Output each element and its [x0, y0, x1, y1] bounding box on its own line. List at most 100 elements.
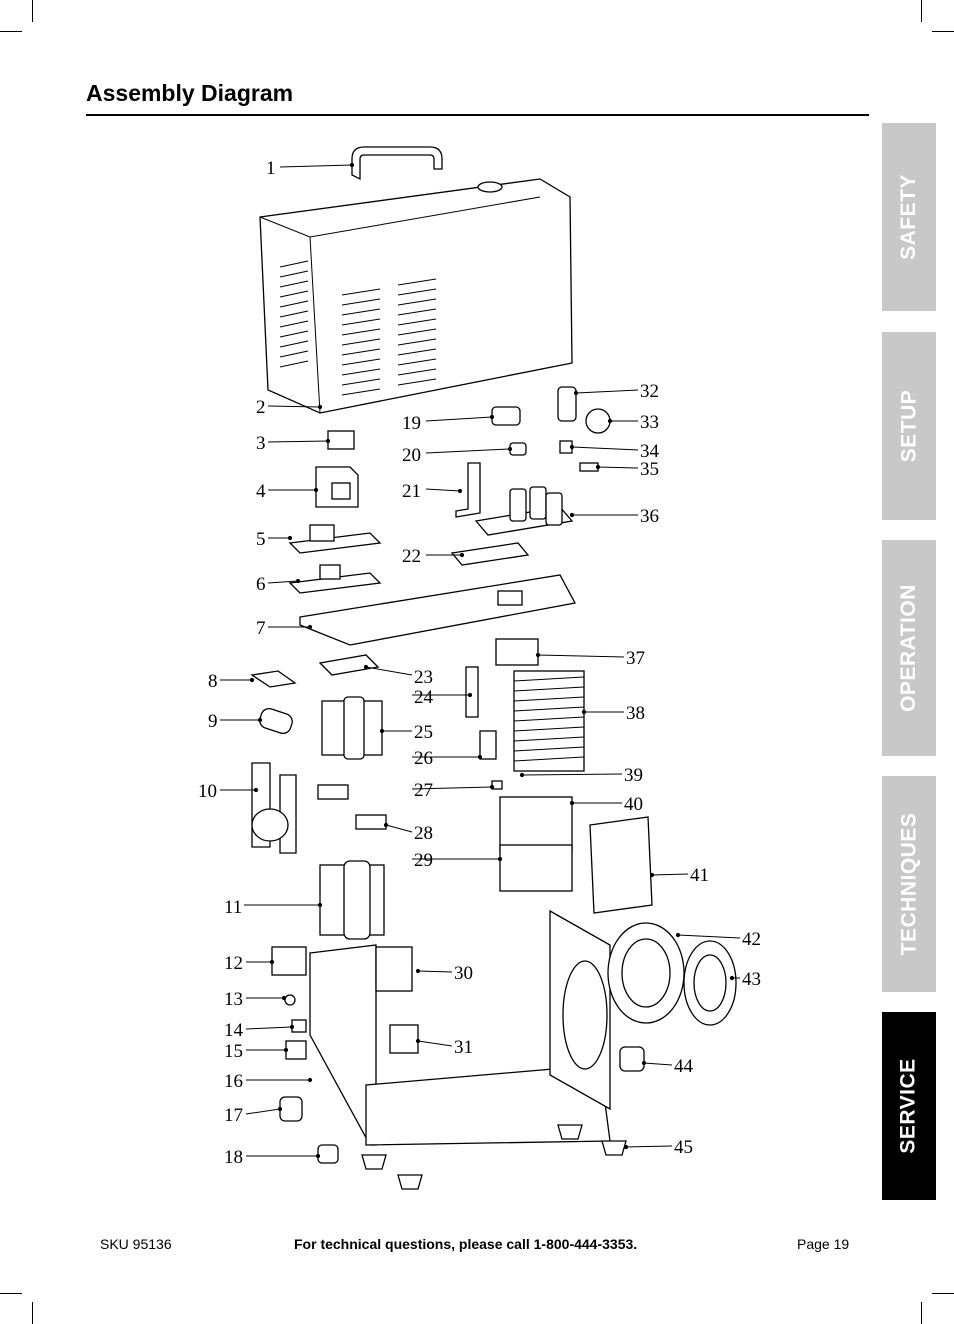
part-number-25: 25	[414, 722, 433, 743]
part-number-7: 7	[256, 618, 266, 639]
tab-service[interactable]: SERVICE	[882, 1012, 936, 1200]
leader-line-39	[521, 773, 623, 776]
part-number-35: 35	[640, 459, 659, 480]
leader-arrow-23	[363, 664, 369, 670]
part-number-40: 40	[624, 794, 643, 815]
leader-arrow-40	[569, 800, 575, 806]
leader-arrow-37	[535, 652, 541, 658]
leader-line-44	[643, 1062, 673, 1066]
leader-line-30	[417, 970, 453, 973]
part-number-27: 27	[414, 780, 433, 801]
part-number-33: 33	[640, 412, 659, 433]
leader-arrow-35	[595, 464, 601, 470]
leader-arrow-27	[489, 784, 495, 790]
part-number-20: 20	[402, 445, 421, 466]
leader-line-35	[597, 466, 639, 469]
part-number-29: 29	[414, 850, 433, 871]
leader-line-41	[651, 873, 689, 876]
leader-arrow-7	[307, 624, 313, 630]
part-number-1: 1	[266, 158, 276, 179]
leader-arrow-31	[415, 1038, 421, 1044]
leader-arrow-13	[281, 995, 287, 1001]
tab-label: SERVICE	[897, 1058, 921, 1154]
assembly-diagram: 1234567891011121314151617181920212223242…	[198, 146, 761, 1190]
leader-lines	[220, 162, 741, 1159]
crop-mark	[0, 1293, 22, 1294]
leader-line-14	[245, 1026, 293, 1030]
leader-arrow-5	[287, 535, 293, 541]
part-number-44: 44	[674, 1056, 694, 1077]
part-number-38: 38	[626, 703, 645, 724]
part-number-5: 5	[256, 529, 266, 550]
part-number-10: 10	[198, 781, 217, 802]
crop-mark	[921, 0, 922, 22]
leader-arrow-4	[313, 487, 319, 493]
leader-line-21	[425, 488, 461, 492]
part-number-32: 32	[640, 381, 659, 402]
leader-arrow-9	[257, 717, 263, 723]
tab-label: SETUP	[897, 389, 921, 463]
leader-arrow-2	[317, 404, 323, 410]
part-number-labels: 1234567891011121314151617181920212223242…	[198, 158, 761, 1168]
part-number-34: 34	[640, 441, 660, 462]
leader-arrow-43	[729, 975, 735, 981]
part-number-12: 12	[224, 953, 243, 974]
leader-arrow-32	[573, 390, 579, 396]
title-divider	[86, 114, 869, 116]
page-title: Assembly Diagram	[86, 80, 294, 106]
leader-arrow-22	[459, 552, 465, 558]
leader-arrow-38	[581, 709, 587, 715]
tab-operation[interactable]: OPERATION	[882, 540, 936, 756]
tab-setup[interactable]: SETUP	[882, 332, 936, 520]
part-number-14: 14	[224, 1020, 244, 1041]
tab-safety[interactable]: SAFETY	[882, 123, 936, 311]
leader-arrow-16	[307, 1077, 313, 1083]
leader-arrow-39	[519, 772, 525, 778]
part-number-23: 23	[414, 667, 433, 688]
leader-arrow-14	[289, 1024, 295, 1030]
footer-support-phone: For technical questions, please call 1-8…	[294, 1236, 638, 1252]
part-number-15: 15	[224, 1041, 243, 1062]
leader-line-1	[279, 164, 353, 168]
part-number-41: 41	[690, 865, 709, 886]
part-number-6: 6	[256, 574, 266, 595]
part-number-11: 11	[224, 897, 242, 918]
part-number-45: 45	[674, 1137, 693, 1158]
tab-techniques[interactable]: TECHNIQUES	[882, 776, 936, 992]
part-number-30: 30	[454, 963, 473, 984]
leader-line-31	[417, 1040, 453, 1047]
leader-arrow-45	[623, 1144, 629, 1150]
tab-label: OPERATION	[897, 584, 921, 712]
leader-arrow-41	[649, 872, 655, 878]
part-number-19: 19	[402, 413, 421, 434]
part-number-22: 22	[402, 546, 421, 567]
part-number-39: 39	[624, 765, 643, 786]
footer-page-number: Page 19	[797, 1236, 850, 1252]
leader-arrow-36	[569, 512, 575, 518]
part-drawings	[250, 146, 737, 1190]
leader-line-45	[625, 1145, 673, 1148]
leader-line-37	[537, 654, 625, 658]
leader-arrow-30	[415, 968, 421, 974]
part-number-31: 31	[454, 1037, 473, 1058]
crop-mark	[32, 0, 33, 22]
leader-arrow-17	[277, 1106, 283, 1112]
part-number-36: 36	[640, 506, 659, 527]
leader-arrow-15	[283, 1047, 289, 1053]
leader-arrow-20	[507, 446, 513, 452]
leader-arrow-24	[467, 692, 473, 698]
crop-mark	[932, 1293, 954, 1294]
part-number-42: 42	[742, 929, 761, 950]
leader-line-2	[267, 405, 321, 408]
leader-arrow-42	[675, 932, 681, 938]
leader-arrow-3	[325, 438, 331, 444]
crop-mark	[0, 31, 22, 32]
leader-line-17	[245, 1108, 281, 1115]
part-number-16: 16	[224, 1071, 243, 1092]
part-number-9: 9	[208, 711, 218, 732]
leader-line-23	[365, 666, 413, 676]
leader-arrow-1	[349, 162, 355, 168]
leader-arrow-33	[607, 418, 613, 424]
leader-arrow-34	[569, 444, 575, 450]
part-number-4: 4	[256, 481, 266, 502]
